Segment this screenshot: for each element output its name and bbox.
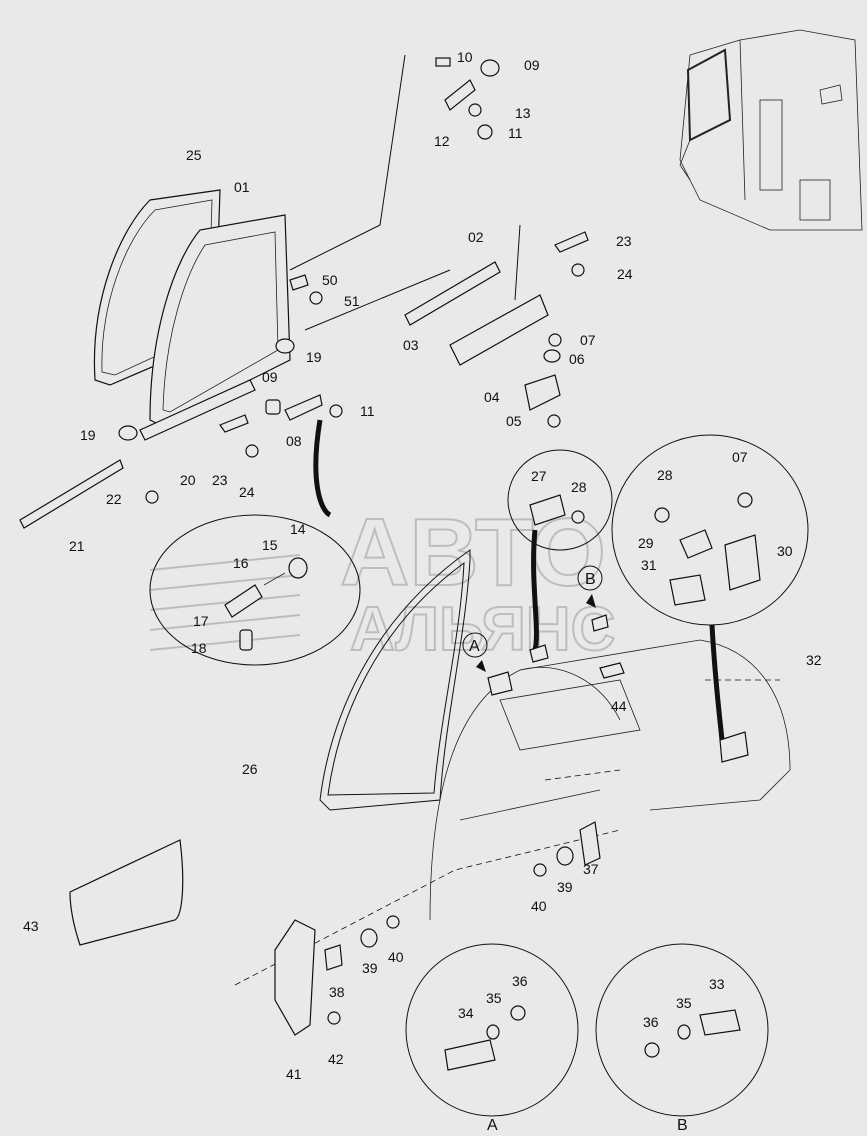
label-24b: 24	[239, 484, 255, 500]
label-22: 22	[106, 491, 122, 507]
label-23b: 23	[212, 472, 228, 488]
rail-assembly	[404, 231, 589, 428]
label-28b: 28	[657, 467, 673, 483]
cab-body	[429, 639, 791, 921]
label-41: 41	[286, 1066, 302, 1082]
door-window-frame	[19, 189, 291, 529]
label-16: 16	[233, 555, 249, 571]
svg-text:АВТО: АВТО	[340, 499, 606, 606]
label-34: 34	[458, 1005, 474, 1021]
callout-b-letter: B	[585, 571, 596, 588]
detail-circle-a	[405, 943, 579, 1117]
label-40a: 40	[531, 898, 547, 914]
label-39a: 39	[557, 879, 573, 895]
label-36a: 36	[512, 973, 528, 989]
label-35b: 35	[676, 995, 692, 1011]
callout-a-letter: A	[469, 638, 480, 655]
label-32: 32	[806, 652, 822, 668]
label-39b: 39	[362, 960, 378, 976]
label-01: 01	[234, 179, 250, 195]
label-24a: 24	[617, 266, 633, 282]
label-05: 05	[506, 413, 522, 429]
label-36b: 36	[643, 1014, 659, 1030]
label-15: 15	[262, 537, 278, 553]
bracket-parts-top	[435, 57, 500, 140]
label-19a: 19	[306, 349, 322, 365]
label-14: 14	[290, 521, 306, 537]
detail-circle-hinge	[611, 434, 809, 763]
svg-text:АЛЬЯНС: АЛЬЯНС	[350, 595, 615, 664]
label-09b: 09	[262, 369, 278, 385]
label-43: 43	[23, 918, 39, 934]
left-small-parts	[118, 274, 343, 504]
label-08: 08	[286, 433, 302, 449]
label-20: 20	[180, 472, 196, 488]
label-27: 27	[531, 468, 547, 484]
label-23a: 23	[616, 233, 632, 249]
label-03: 03	[403, 337, 419, 353]
part-number-labels: 10 09 13 11 12 25 01 02 23 24 50 51 07 0…	[23, 49, 822, 1082]
label-07a: 07	[580, 332, 596, 348]
label-28a: 28	[571, 479, 587, 495]
label-33: 33	[709, 976, 725, 992]
label-38: 38	[329, 984, 345, 1000]
label-21: 21	[69, 538, 85, 554]
label-12: 12	[434, 133, 450, 149]
detail-b-letter: B	[677, 1117, 688, 1134]
label-31: 31	[641, 557, 657, 573]
label-04: 04	[484, 389, 500, 405]
detail-circle-b	[595, 943, 769, 1117]
label-30: 30	[777, 543, 793, 559]
cab-overview	[679, 29, 863, 231]
label-07b: 07	[732, 449, 748, 465]
label-44: 44	[611, 698, 627, 714]
label-25: 25	[186, 147, 202, 163]
label-18: 18	[191, 640, 207, 656]
label-02: 02	[468, 229, 484, 245]
label-09: 09	[524, 57, 540, 73]
label-51: 51	[344, 293, 360, 309]
label-29: 29	[638, 535, 654, 551]
label-37: 37	[583, 861, 599, 877]
view-letters: A B A B	[469, 571, 688, 1134]
detail-circle-27	[507, 449, 613, 651]
label-50: 50	[322, 272, 338, 288]
detail-circle-lock	[149, 419, 361, 666]
detail-a-letter: A	[487, 1117, 498, 1134]
label-11: 11	[508, 125, 523, 141]
label-10: 10	[457, 49, 473, 65]
label-06: 06	[569, 351, 585, 367]
door-seal	[319, 549, 471, 811]
label-40b: 40	[388, 949, 404, 965]
lower-hinge-parts	[274, 821, 601, 1036]
label-13: 13	[515, 105, 531, 121]
glass-panel	[69, 839, 184, 946]
label-35a: 35	[486, 990, 502, 1006]
watermark: АВТО АЛЬЯНС	[149, 498, 616, 665]
view-callouts	[462, 565, 625, 696]
label-11b: 11	[360, 403, 375, 419]
label-17: 17	[193, 613, 209, 629]
label-19b: 19	[80, 427, 96, 443]
label-26: 26	[242, 761, 258, 777]
label-42: 42	[328, 1051, 344, 1067]
